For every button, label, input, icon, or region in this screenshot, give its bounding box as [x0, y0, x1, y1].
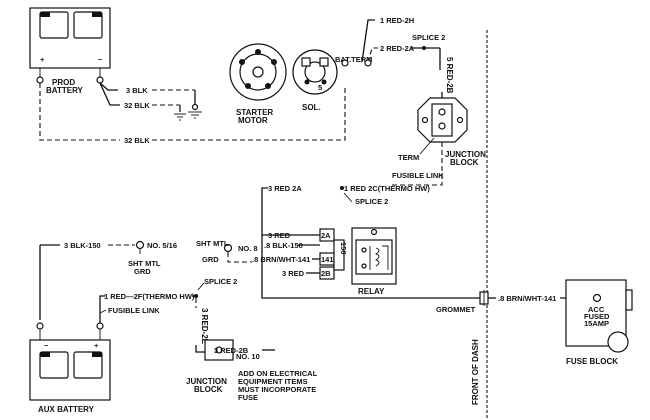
no-5-16-label: NO. 5/16 [147, 241, 177, 250]
fusible-link-low-label: FUSIBLE LINK [108, 306, 160, 315]
sol-pin-5: 5 [318, 83, 322, 92]
wire-3blk-label: 3 BLK [126, 86, 148, 95]
splice2-mid-label: SPLICE 2 [355, 197, 388, 206]
relay-connector [319, 228, 345, 280]
acc-fused-1: ACC [588, 305, 605, 314]
junction-bottom-label-1: JUNCTION [186, 377, 227, 386]
relay-pin-150: 150 [339, 242, 348, 255]
acc-fused-3: 15AMP [584, 319, 609, 328]
relay [351, 227, 397, 285]
relay-pin-2a: 2A [321, 231, 331, 240]
note-line-4: FUSE [238, 393, 258, 402]
grommet-label: GROMMET [436, 305, 476, 314]
fusible-link-top-label: FUSIBLE LINK [392, 171, 444, 180]
starter-motor [229, 43, 287, 101]
note-line-3: MUST INCORPORATE [238, 385, 316, 394]
prod-battery-minus: − [98, 55, 103, 64]
wire-32blk-b-label: 32 BLK [124, 136, 150, 145]
sht-mtl-mid-2: GRD [202, 255, 219, 264]
relay-label: RELAY [358, 287, 385, 296]
prod-battery: + − [29, 7, 111, 84]
ground-symbol [188, 103, 202, 119]
aux-battery-label: AUX BATTERY [38, 405, 95, 414]
term-label: TERM [398, 153, 419, 162]
wire-32blk-a-label: 32 BLK [124, 101, 150, 110]
front-of-dash-label: FRONT OF DASH [471, 339, 480, 405]
wire-red-2h-label: 1 RED-2H [380, 16, 414, 25]
relay-pin-141: 141 [321, 255, 334, 264]
starter-label-2: MOTOR [238, 116, 268, 125]
wire-32blk-b [39, 83, 120, 141]
junction-bottom-label-2: BLOCK [194, 385, 223, 394]
relay-pin-2b: 2B [321, 269, 331, 278]
prod-battery-plus: + [40, 55, 45, 64]
junction-top-label-2: BLOCK [450, 158, 479, 167]
splice2-top-label: SPLICE 2 [412, 33, 445, 42]
junction-block-bottom [204, 339, 234, 361]
wire-red3b-label: 3 RED [282, 269, 305, 278]
fuse-block [565, 279, 633, 353]
bat-term-label: BAT.TERM [335, 55, 372, 64]
wire-red-2f [99, 295, 105, 323]
wire-blk150-mid-label: .8 BLK-150 [264, 241, 303, 250]
note-line-1: ADD ON ELECTRICAL [238, 369, 318, 378]
junction-block-top [417, 97, 468, 143]
wire-red-2b-low-label: 3 RED-2B [214, 346, 249, 355]
solenoid [292, 49, 338, 95]
aux-battery-plus: + [94, 341, 99, 350]
splice2-low-label: SPLICE 2 [204, 277, 237, 286]
wire-red-2a-mid-label: 3 RED 2A [268, 184, 302, 193]
wire-blk150-left-label: 3 BLK-150 [64, 241, 101, 250]
aux-battery [29, 322, 111, 401]
wire-red-2c-label: 1 RED 2C(THERMO HW) [344, 184, 430, 193]
sht-mtl-left-1: SHT MTL [128, 259, 161, 268]
junction-top-label-1: JUNCTION [445, 150, 486, 159]
wire-red-2h [361, 19, 375, 63]
grommet [479, 290, 489, 306]
wire-brn-wht-141-mid-label: .8 BRN/WHT-141 [252, 255, 310, 264]
note-line-2: EQUIPMENT ITEMS [238, 377, 308, 386]
aux-battery-minus: − [44, 341, 49, 350]
starter-label-1: STARTER [236, 108, 273, 117]
wire-red-2f-label: 1 RED—2F(THERMO HW) [104, 292, 195, 301]
no8-label: NO. 8 [238, 244, 258, 253]
sht-mtl-mid-1: SHT MTL [196, 239, 229, 248]
prod-battery-label-1: PROD [52, 78, 75, 87]
wire-red-2a-top-label: 2 RED-2A [380, 44, 415, 53]
sht-mtl-left-2: GRD [134, 267, 151, 276]
wire-brn-wht-141-right-label: .8 BRN/WHT-141 [498, 294, 556, 303]
wire-32blk-a [99, 82, 120, 106]
wire-red-2b-top-label: 5 RED-2B [445, 57, 454, 94]
sol-label: SOL. [302, 103, 321, 112]
wire-red-2e-label: 3 RED-2E [200, 308, 209, 345]
wire-3blk [99, 82, 118, 91]
no10-label: NO. 10 [236, 352, 260, 361]
fuse-block-label: FUSE BLOCK [566, 357, 618, 366]
prod-battery-label-2: BATTERY [46, 86, 84, 95]
acc-fused-2: FUSED [584, 312, 610, 321]
